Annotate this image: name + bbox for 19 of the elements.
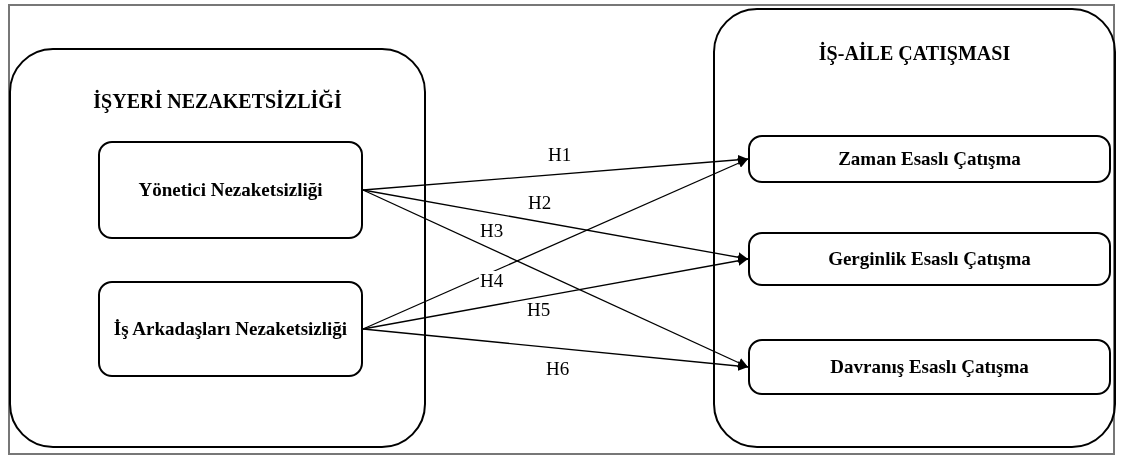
construct-label: Zaman Esaslı Çatışma [838,147,1021,171]
construct-label: Gerginlik Esaslı Çatışma [828,247,1031,271]
arrow [362,255,749,330]
construct-box [748,135,1111,183]
construct-label: Davranış Esaslı Çatışma [830,355,1029,379]
construct-box [98,141,363,239]
group-heading: İŞ-AİLE ÇATIŞMASI [817,42,1012,65]
construct-box [98,281,363,377]
arrow [362,158,749,330]
construct-box [748,339,1111,395]
group-panel [713,8,1116,448]
arrow [362,154,749,191]
group-panel [9,48,426,448]
group-heading: İŞYERİ NEZAKETSİZLİĞİ [92,90,343,113]
construct-label: İş Arkadaşları Nezaketsizliği [113,317,348,341]
arrow [362,328,749,371]
construct-box [748,232,1111,286]
construct-label: Yönetici Nezaketsizliği [138,178,323,202]
arrow [362,189,749,368]
